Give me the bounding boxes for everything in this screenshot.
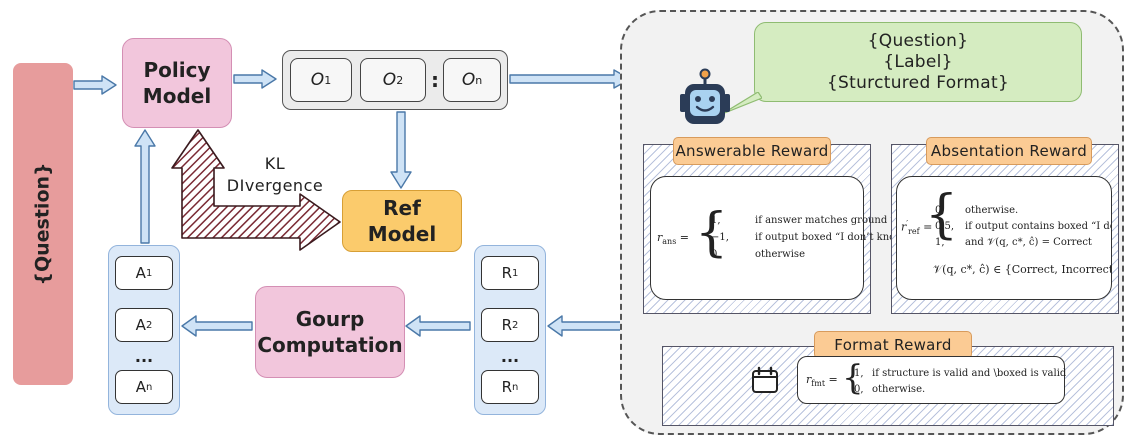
row-condition: and 𝒱(q, c*, ĉ) = Correct — [965, 237, 1092, 248]
cell-subscript: 2 — [145, 319, 153, 331]
lhs-symbol: r — [901, 220, 907, 234]
absentation-reward-title: Absentation Reward — [926, 137, 1092, 165]
brace-icon: { — [925, 185, 959, 245]
cell-subscript: 2 — [512, 319, 519, 331]
cell-symbol: A — [135, 316, 146, 334]
arrow-r-to-group — [405, 315, 471, 337]
row-condition: otherwise — [755, 249, 805, 260]
row-condition: otherwise. — [965, 205, 1019, 216]
formula-lhs: rfmt = — [806, 373, 838, 389]
formula-lhs: r′ref = — [901, 219, 933, 236]
arrow-question-to-policy — [73, 75, 117, 95]
policy-model-label: Policy Model — [142, 58, 212, 108]
formula-row-1: 1, if answer matches ground truth — [711, 215, 916, 226]
cell-subscript: n — [512, 381, 519, 393]
cell-symbol: R — [501, 316, 513, 334]
cell-symbol: A — [135, 378, 146, 396]
prompt-bubble: {Question} {Label} {Sturctured Format} — [754, 22, 1082, 102]
policy-model-box: Policy Model — [122, 38, 232, 128]
brace-icon: { — [842, 358, 864, 398]
calendar-icon — [752, 366, 778, 393]
reward-ellipsis: ... — [500, 346, 520, 366]
lhs-subscript: ref — [908, 226, 920, 236]
row-value: 1, — [854, 368, 864, 379]
row-condition: if output contains boxed “I don’t know” — [965, 221, 1111, 232]
formula-row-3: 1, and 𝒱(q, c*, ĉ) = Correct — [935, 237, 1092, 248]
ref-model-box: Ref Model — [342, 190, 462, 252]
arrow-outputs-to-panel — [509, 69, 631, 89]
absentation-reward-formula: r′ref = { 0, otherwise. 0.5, if output con… — [896, 176, 1112, 300]
lhs-prime: ′ — [906, 219, 909, 228]
row-value: 0, — [854, 384, 864, 395]
row-value: 0.5, — [935, 221, 955, 232]
row-value: 1, — [935, 237, 945, 248]
lhs-symbol: r — [806, 373, 812, 386]
cell-subscript: 1 — [512, 267, 519, 279]
output-symbol: O — [382, 70, 397, 90]
row-value: 0, — [935, 205, 945, 216]
row-value: 0, — [711, 249, 721, 260]
row-condition: otherwise. — [872, 384, 926, 395]
output-symbol: O — [310, 70, 325, 90]
cell-subscript: n — [145, 381, 153, 393]
group-computation-box: Gourp Computation — [255, 286, 405, 378]
answerable-reward-formula: rans = { 1, if answer matches ground trut… — [650, 176, 916, 300]
kl-divergence-arrow — [171, 129, 341, 251]
lhs-subscript: fmt — [811, 379, 826, 389]
formula-row-1: 1, if structure is valid and \boxed is va… — [854, 368, 1066, 379]
formula-row-1: 0, otherwise. — [935, 205, 1018, 216]
verifier-range: 𝒱(q, c*, ĉ) ∈ {Correct, Incorrect} — [933, 263, 1112, 276]
bubble-tail-icon — [722, 92, 762, 114]
outputs-ellipsis: : — [431, 68, 439, 92]
row-condition: if structure is valid and \boxed is vali… — [872, 368, 1067, 379]
kl-divergence-label: KL DIvergence — [226, 154, 324, 195]
cell-subscript: 1 — [145, 267, 153, 279]
formula-row-2: 0, otherwise. — [854, 384, 925, 395]
arrow-policy-to-outputs — [233, 69, 277, 89]
brace-icon: { — [695, 203, 729, 263]
output-subscript: 2 — [396, 73, 404, 87]
advantage-ellipsis: ... — [134, 346, 154, 366]
ref-model-label: Ref Model — [367, 196, 437, 246]
output-subscript: 1 — [324, 73, 332, 87]
question-bar: {Question} — [13, 63, 73, 385]
formula-row-3: 0, otherwise — [711, 249, 805, 260]
answerable-reward-title: Answerable Reward — [673, 137, 831, 165]
cell-symbol: R — [501, 378, 513, 396]
output-subscript: n — [475, 73, 483, 87]
row-value: 1, — [711, 215, 721, 226]
arrow-a-to-policy — [134, 129, 156, 244]
robot-icon — [680, 68, 730, 124]
format-reward-formula: rfmt = { 1, if structure is valid and \bo… — [797, 356, 1066, 404]
lhs-symbol: r — [657, 231, 663, 244]
row-condition: if output boxed “I don’t know” — [755, 232, 909, 243]
arrow-group-to-a — [181, 315, 253, 337]
cell-symbol: A — [135, 264, 146, 282]
lhs-subscript: ans — [662, 237, 677, 247]
group-computation-label: Gourp Computation — [257, 307, 403, 357]
formula-lhs: rans = — [657, 231, 690, 247]
output-symbol: O — [461, 70, 476, 90]
formula-row-2: 0.5, if output contains boxed “I don’t kn… — [935, 221, 1111, 232]
row-condition: if answer matches ground truth — [755, 215, 917, 226]
arrow-outputs-to-ref — [390, 111, 412, 189]
row-value: −1, — [711, 232, 729, 243]
format-reward-title: Format Reward — [814, 331, 972, 359]
cell-symbol: R — [501, 264, 513, 282]
question-label: {Question} — [32, 162, 55, 286]
formula-row-2: −1, if output boxed “I don’t know” — [711, 232, 909, 243]
